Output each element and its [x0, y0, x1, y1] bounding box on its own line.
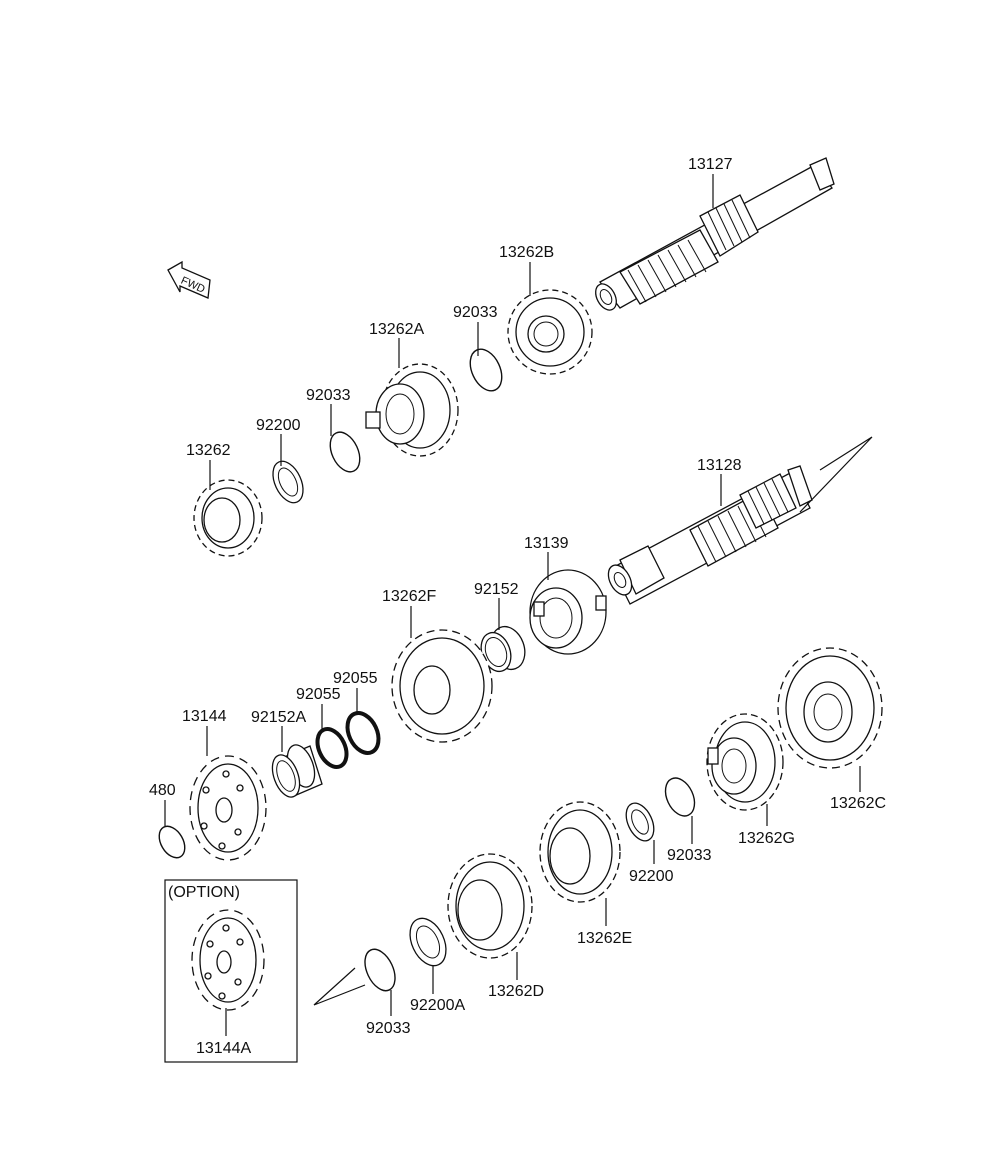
oring-92055-b [345, 711, 381, 755]
washer-92200-a [272, 460, 304, 504]
label-92055-a: 92055 [296, 686, 341, 703]
sprocket-13144 [189, 755, 267, 861]
shaft-13127 [595, 157, 835, 311]
label-13262C: 13262C [830, 795, 886, 812]
circlip-92033-d [364, 948, 396, 992]
label-92055-b: 92055 [333, 670, 378, 687]
washer-92200-b [625, 802, 655, 842]
label-13262A: 13262A [369, 321, 424, 338]
label-92033-b: 92033 [306, 387, 351, 404]
label-92200-b: 92200 [629, 868, 674, 885]
label-13262G: 13262G [738, 830, 795, 847]
label-13262F: 13262F [382, 588, 436, 605]
circlip-92033-c [664, 777, 696, 817]
bushing-92152A [271, 744, 323, 798]
label-13144: 13144 [182, 708, 227, 725]
gear-13262D [447, 853, 533, 959]
fwd-arrow-icon: FWD [167, 260, 211, 299]
circlip-92033-a [469, 348, 503, 392]
shaft-13128 [607, 465, 813, 605]
circlip-480 [158, 825, 186, 859]
label-13128: 13128 [697, 457, 742, 474]
guide-line-top [799, 436, 873, 513]
guide-line-bottom [313, 967, 366, 1006]
gear-13262E [539, 801, 621, 903]
part-labels: 13127 13262B 92033 13262A 92033 92200 13… [149, 156, 886, 1057]
label-92200-a: 92200 [256, 417, 301, 434]
label-92200A: 92200A [410, 997, 465, 1014]
label-480: 480 [149, 782, 176, 799]
gear-13262F [391, 629, 493, 743]
label-13127: 13127 [688, 156, 733, 173]
label-92033-c: 92033 [667, 847, 712, 864]
gear-13262B [507, 289, 593, 375]
bushing-92152 [480, 625, 526, 673]
label-13144A: 13144A [196, 1040, 251, 1057]
label-92033-a: 92033 [453, 304, 498, 321]
gear-13262A [365, 363, 459, 457]
oring-92055-a [315, 727, 349, 769]
label-92152A: 92152A [251, 709, 306, 726]
leader-lines [164, 174, 861, 1036]
label-13139: 13139 [524, 535, 569, 552]
circlip-92033-b [329, 431, 361, 473]
gear-13262 [193, 479, 263, 557]
gear-13262G [706, 713, 784, 811]
label-13262D: 13262D [488, 983, 544, 1000]
gear-13262C [777, 647, 883, 769]
sprocket-13144A [191, 909, 265, 1011]
label-92152: 92152 [474, 581, 519, 598]
option-box [164, 879, 298, 1063]
label-13262E: 13262E [577, 930, 632, 947]
label-13262B: 13262B [499, 244, 554, 261]
label-option: (OPTION) [168, 884, 240, 901]
label-13262: 13262 [186, 442, 231, 459]
washer-92200A [409, 917, 447, 967]
dog-13139 [529, 569, 607, 655]
label-92033-d: 92033 [366, 1020, 411, 1037]
